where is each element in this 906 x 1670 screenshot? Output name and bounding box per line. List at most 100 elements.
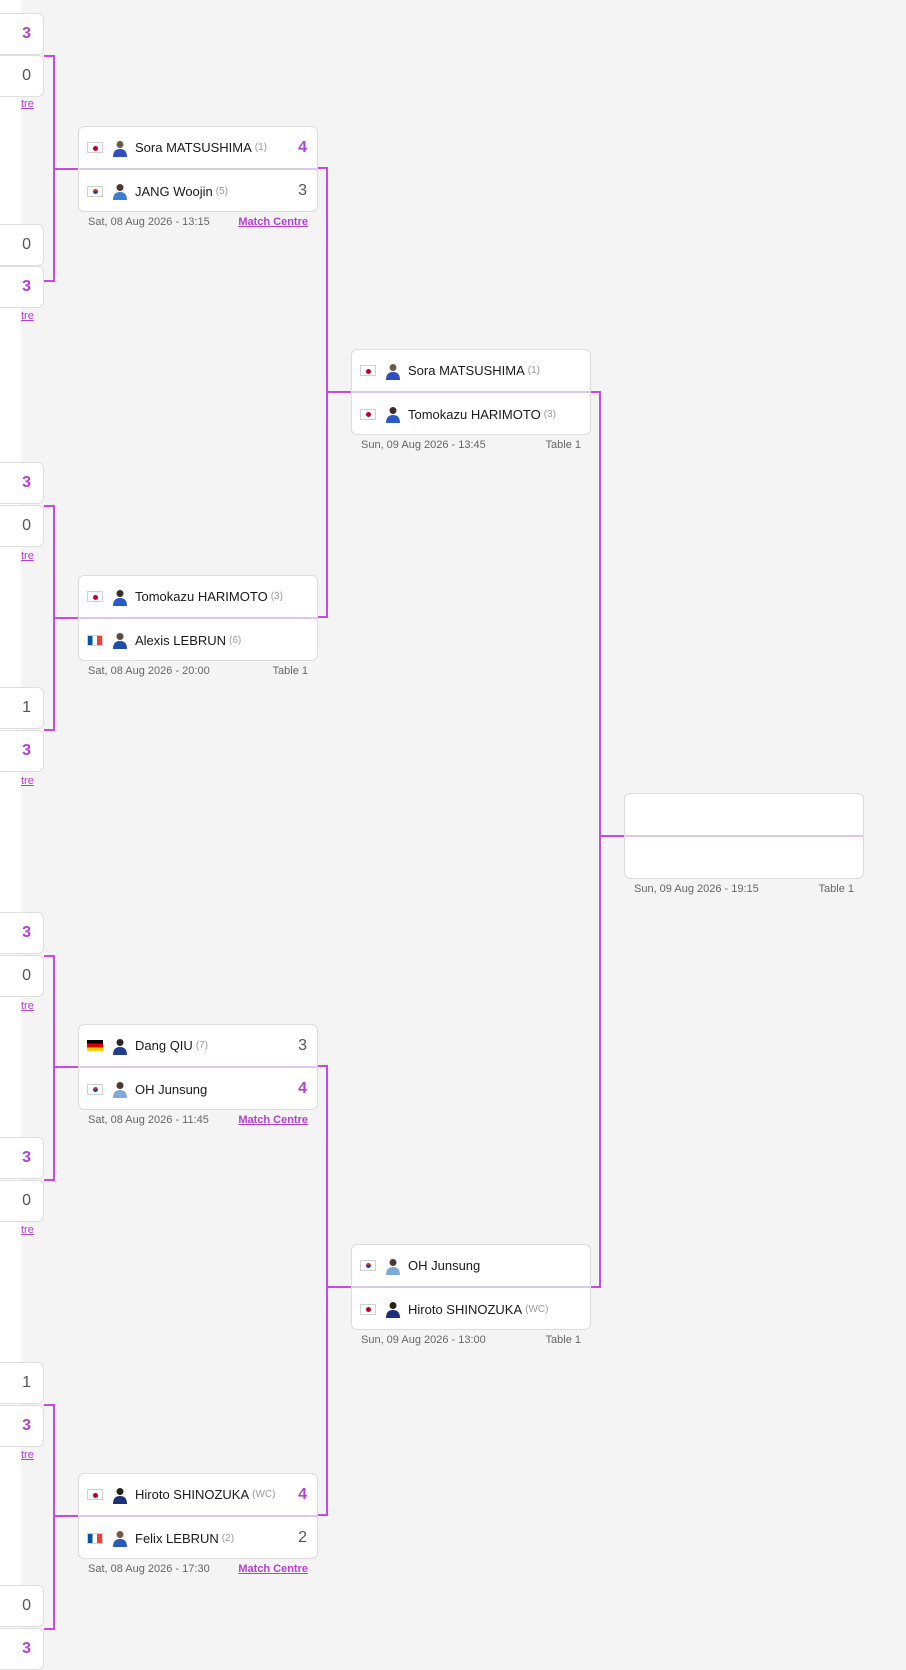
bracket-connector — [44, 955, 55, 957]
match-card: OH Junsung Hiroto SHINOZUKA (WC) — [351, 1244, 591, 1330]
player-seed: (7) — [195, 1040, 209, 1051]
match-centre-link[interactable]: Match Centre — [238, 1563, 308, 1575]
prev-match-score: 0 — [22, 967, 31, 984]
match-card — [624, 793, 864, 879]
match-card-quarterfinal-4[interactable]: Hiroto SHINOZUKA (WC) 4 Felix LEBRUN (2)… — [78, 1473, 318, 1579]
player-row[interactable]: OH Junsung — [352, 1245, 590, 1288]
prev-match-score-box: 0 — [0, 505, 44, 547]
prev-match-score: 3 — [22, 742, 31, 759]
bracket-connector — [316, 1065, 328, 1067]
bracket-connector — [44, 1404, 55, 1406]
player-row[interactable]: Hiroto SHINOZUKA (WC) 4 — [79, 1474, 317, 1517]
flag-japan-icon — [360, 1303, 376, 1315]
player-avatar-icon — [386, 407, 400, 423]
match-centre-link[interactable]: tre — [21, 1000, 34, 1012]
player-row[interactable] — [625, 837, 863, 879]
player-row[interactable]: Alexis LEBRUN (6) — [79, 619, 317, 661]
player-row[interactable]: Sora MATSUSHIMA (1) — [352, 350, 590, 393]
bracket-connector — [53, 1404, 55, 1630]
player-name: Hiroto SHINOZUKA — [408, 1301, 523, 1317]
player-avatar-icon — [113, 633, 127, 649]
bracket-connector — [326, 1286, 351, 1288]
match-meta: Sat, 08 Aug 2026 - 11:45 Match Centre — [78, 1110, 318, 1130]
match-date: Sat, 08 Aug 2026 - 11:45 — [88, 1114, 209, 1126]
bracket-connector — [53, 1066, 78, 1068]
bracket-connector — [589, 1286, 601, 1288]
match-date: Sun, 09 Aug 2026 - 13:45 — [361, 439, 486, 451]
player-score: 3 — [298, 182, 307, 199]
match-table: Table 1 — [545, 439, 581, 451]
player-name: Tomokazu HARIMOTO — [135, 589, 268, 604]
player-seed: (3) — [270, 591, 283, 602]
prev-match-score-box: 0 — [0, 55, 44, 97]
player-avatar-icon — [386, 1302, 400, 1318]
prev-match-score: 0 — [22, 1192, 31, 1209]
match-centre-link[interactable]: tre — [21, 310, 34, 322]
player-score: 4 — [298, 139, 307, 156]
bracket-connector — [44, 55, 55, 57]
prev-match-score-box: 3 — [0, 1405, 44, 1447]
match-meta: Sun, 09 Aug 2026 - 13:45 Table 1 — [351, 435, 591, 455]
player-avatar-icon — [113, 1038, 127, 1055]
match-date: Sun, 09 Aug 2026 - 13:00 — [361, 1334, 486, 1346]
player-score: 3 — [298, 1037, 307, 1054]
flag-japan-icon — [360, 408, 376, 420]
match-centre-link[interactable]: tre — [21, 1449, 34, 1461]
match-card-quarterfinal-1[interactable]: Sora MATSUSHIMA (1) 4 JANG Woojin (5) 3 … — [78, 126, 318, 232]
bracket-connector — [44, 729, 55, 731]
player-row[interactable]: Sora MATSUSHIMA (1) 4 — [79, 127, 317, 170]
prev-match-score: 1 — [22, 699, 31, 716]
match-centre-link[interactable]: tre — [21, 98, 34, 110]
player-name: Felix LEBRUN — [135, 1530, 219, 1546]
bracket-connector — [44, 1628, 55, 1630]
prev-match-score: 3 — [22, 1417, 31, 1434]
match-card-quarterfinal-3[interactable]: Dang QIU (7) 3 OH Junsung 4 Sat, 08 Aug … — [78, 1024, 318, 1130]
player-name: Tomokazu HARIMOTO — [408, 406, 541, 422]
match-centre-link[interactable]: tre — [21, 1224, 34, 1236]
match-card-quarterfinal-2[interactable]: Tomokazu HARIMOTO (3) Alexis LEBRUN (6) … — [78, 575, 318, 681]
player-row[interactable]: Dang QIU (7) 3 — [79, 1025, 317, 1068]
prev-match-score-box: 0 — [0, 1585, 44, 1627]
match-centre-link[interactable]: Match Centre — [238, 1114, 308, 1126]
player-row[interactable]: JANG Woojin (5) 3 — [79, 170, 317, 212]
prev-match-score: 1 — [22, 1374, 31, 1391]
bracket-connector — [44, 505, 55, 507]
bracket-connector — [44, 1179, 55, 1181]
flag-france-icon — [87, 1532, 103, 1544]
player-seed: (2) — [221, 1532, 235, 1544]
match-card-semifinal-2[interactable]: OH Junsung Hiroto SHINOZUKA (WC) Sun, 09… — [351, 1244, 591, 1350]
player-row[interactable]: Tomokazu HARIMOTO (3) — [79, 576, 317, 619]
prev-match-score: 3 — [22, 474, 31, 491]
flag-japan-icon — [360, 365, 376, 376]
bracket-connector — [53, 1515, 78, 1517]
player-row[interactable]: Felix LEBRUN (2) 2 — [79, 1517, 317, 1559]
match-card: Tomokazu HARIMOTO (3) Alexis LEBRUN (6) — [78, 575, 318, 661]
match-meta: Sat, 08 Aug 2026 - 20:00 Table 1 — [78, 661, 318, 681]
player-seed: (WC) — [252, 1489, 276, 1500]
prev-match-score: 3 — [22, 278, 31, 295]
match-card-semifinal-1[interactable]: Sora MATSUSHIMA (1) Tomokazu HARIMOTO (3… — [351, 349, 591, 455]
player-avatar-icon — [113, 589, 127, 606]
match-table: Table 1 — [818, 883, 854, 895]
match-meta: Sat, 08 Aug 2026 - 13:15 Match Centre — [78, 212, 318, 232]
prev-match-score-box: 0 — [0, 955, 44, 997]
match-card-final[interactable]: Sun, 09 Aug 2026 - 19:15 Table 1 — [624, 793, 864, 899]
player-row[interactable] — [625, 794, 863, 837]
bracket-connector — [316, 167, 328, 169]
flag-japan-icon — [87, 142, 103, 153]
player-avatar-icon — [113, 140, 127, 157]
player-row[interactable]: Hiroto SHINOZUKA (WC) — [352, 1288, 590, 1330]
bracket-connector — [316, 1514, 328, 1516]
player-row[interactable]: OH Junsung 4 — [79, 1068, 317, 1110]
match-centre-link[interactable]: Match Centre — [238, 216, 308, 228]
player-avatar-icon — [113, 184, 127, 200]
player-name: Alexis LEBRUN — [135, 632, 227, 648]
bracket-connector — [53, 168, 78, 170]
bracket-connector — [53, 617, 78, 619]
player-name: OH Junsung — [135, 1081, 208, 1097]
player-avatar-icon — [113, 1531, 127, 1547]
match-centre-link[interactable]: tre — [21, 550, 34, 562]
prev-match-score: 3 — [22, 1640, 31, 1657]
match-centre-link[interactable]: tre — [21, 775, 34, 787]
player-row[interactable]: Tomokazu HARIMOTO (3) — [352, 393, 590, 435]
